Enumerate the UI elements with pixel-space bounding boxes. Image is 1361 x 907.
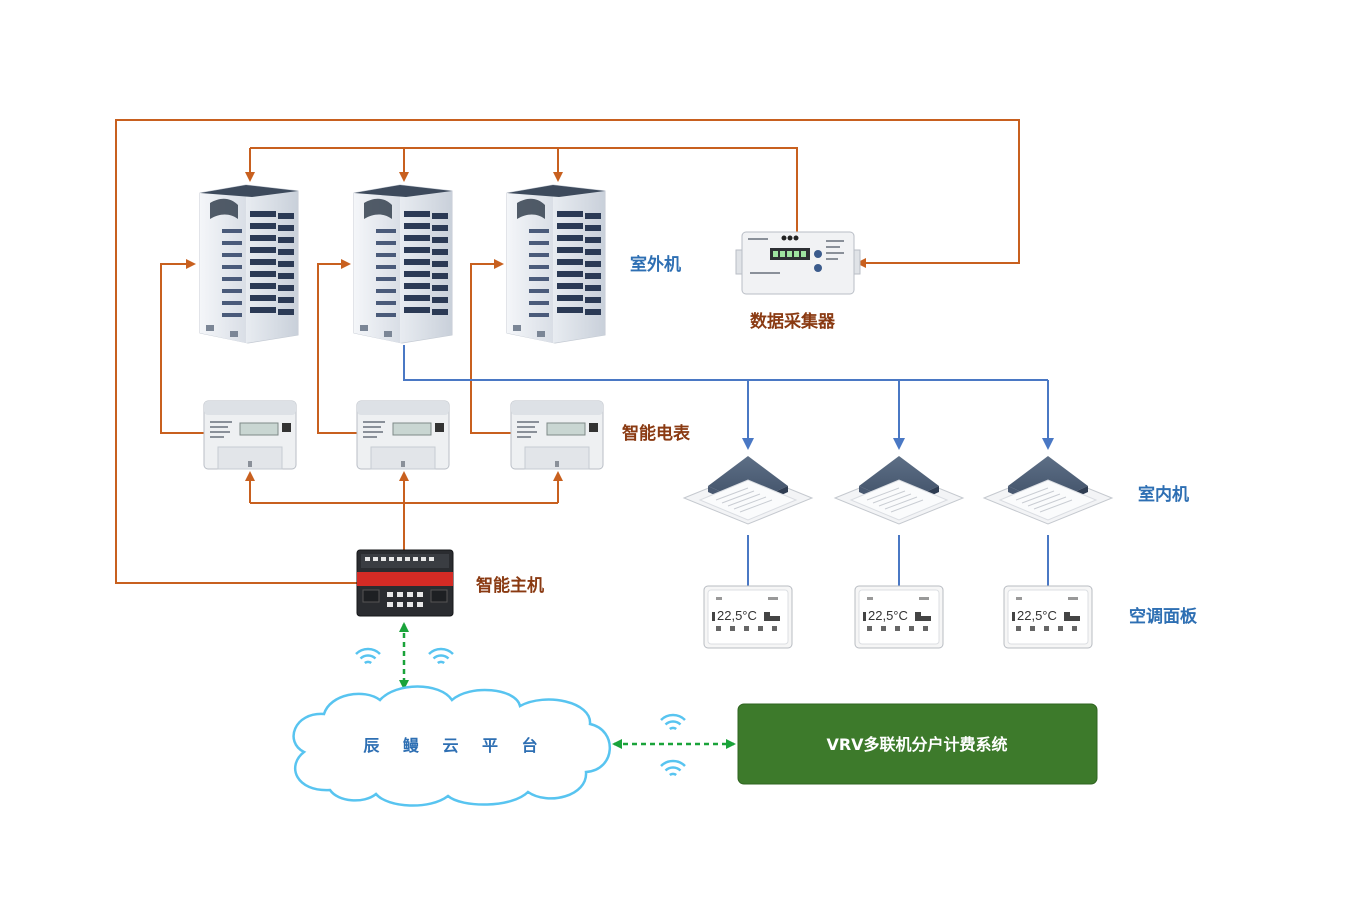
meter-1-to-outdoor-1 (160, 259, 204, 434)
meter-2-to-outdoor-2 (317, 259, 357, 434)
smart-host-device (356, 549, 454, 617)
host-to-meters-line (250, 502, 558, 550)
ac-panel-3-temperature: 22,5°C (1017, 608, 1057, 623)
ac-panel-2-temperature: 22,5°C (868, 608, 908, 623)
ac-panel-2[interactable]: 22,5°C (854, 585, 944, 649)
data-collector-device (735, 231, 861, 295)
main-loop-line (115, 119, 1020, 584)
cloud-platform[interactable]: 辰 鳗 云 平 台 (292, 685, 611, 807)
smart-meter-label: 智能电表 (622, 423, 691, 444)
indoor-unit-2 (834, 455, 964, 525)
cloud-shape (292, 685, 611, 807)
ac-panel-label: 空调面板 (1129, 606, 1198, 627)
orange-wiring (115, 119, 1020, 584)
billing-system-box[interactable]: VRV多联机分户计费系统 (737, 703, 1098, 785)
wifi-icon (354, 647, 382, 665)
data-collector-label: 数据采集器 (750, 311, 836, 332)
smart-host-label: 智能主机 (476, 575, 544, 596)
smart-meter-2 (356, 400, 450, 470)
smart-meter-3 (510, 400, 604, 470)
smart-meter-1 (203, 400, 297, 470)
ac-panel-3[interactable]: 22,5°C (1003, 585, 1093, 649)
ac-panel-1[interactable]: 22,5°C (703, 585, 793, 649)
cloud-platform-label: 辰 鳗 云 平 台 (363, 736, 546, 755)
outdoor-unit-2 (353, 184, 453, 344)
ac-panel-1-temperature: 22,5°C (717, 608, 757, 623)
wifi-icon (659, 759, 687, 777)
meter-3-to-outdoor-3 (470, 259, 512, 434)
indoor-unit-label: 室内机 (1138, 484, 1189, 505)
outdoor-unit-3 (506, 184, 606, 344)
indoor-unit-1 (683, 455, 813, 525)
billing-system-label: VRV多联机分户计费系统 (826, 735, 1007, 754)
indoor-unit-3 (983, 455, 1113, 525)
outdoor-unit-label: 室外机 (630, 254, 681, 275)
collector-bus-line (250, 147, 798, 232)
outdoor-unit-1 (199, 184, 299, 344)
wifi-icon (659, 713, 687, 731)
blue-wiring (403, 345, 1054, 586)
wifi-icon (427, 647, 455, 665)
